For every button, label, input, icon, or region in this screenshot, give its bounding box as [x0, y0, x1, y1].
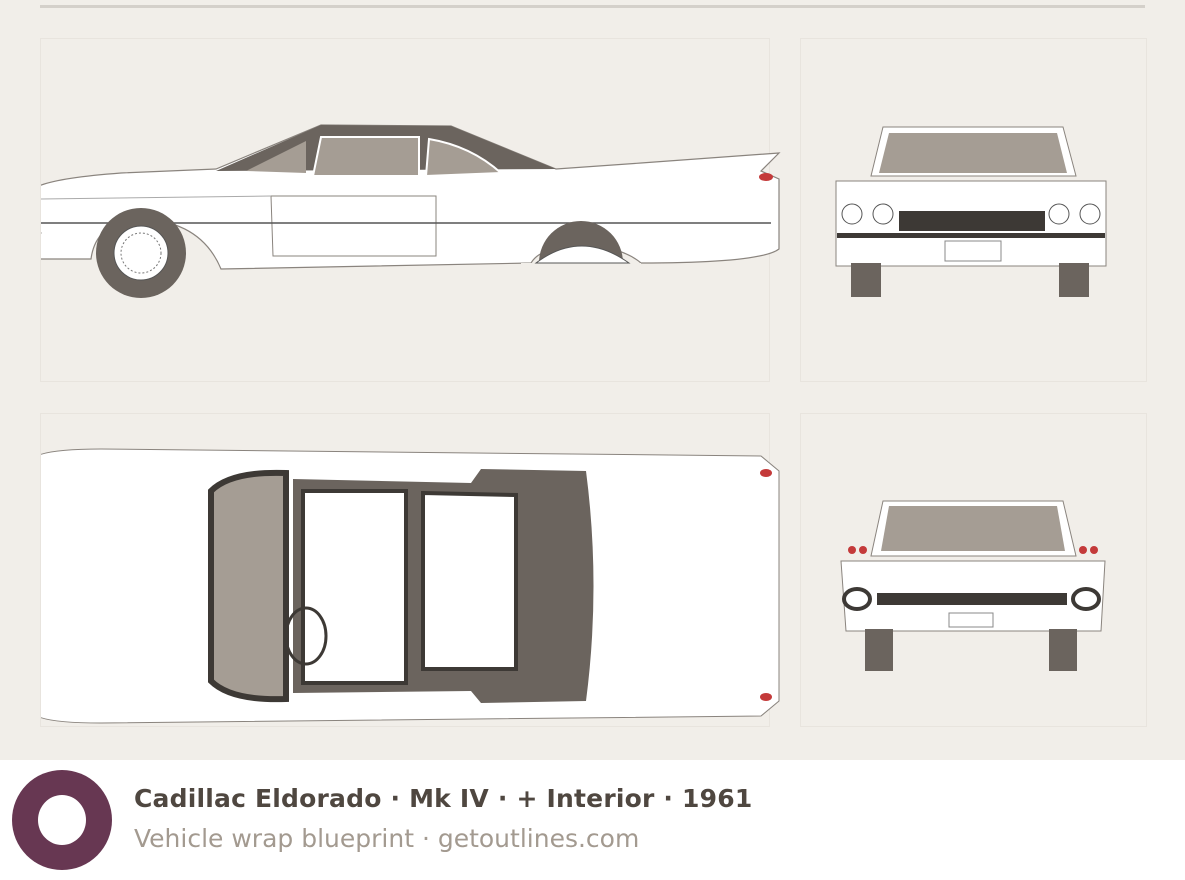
footer-bar: Cadillac Eldorado · Mk IV · + Interior ·…	[0, 760, 1185, 880]
car-rear-view-drawing	[840, 500, 1106, 671]
car-side-view-drawing	[41, 124, 781, 313]
car-top-view-drawing	[41, 448, 780, 724]
front-view-panel	[800, 38, 1147, 382]
top-view-panel	[40, 413, 780, 727]
top-divider	[40, 5, 1145, 8]
side-view-panel	[40, 38, 781, 382]
brand-logo-icon	[12, 770, 112, 870]
vehicle-title: Cadillac Eldorado · Mk IV · + Interior ·…	[134, 784, 753, 813]
rear-view-panel	[800, 413, 1147, 727]
car-front-view-drawing	[835, 126, 1107, 297]
vehicle-subtitle: Vehicle wrap blueprint · getoutlines.com	[134, 824, 640, 853]
